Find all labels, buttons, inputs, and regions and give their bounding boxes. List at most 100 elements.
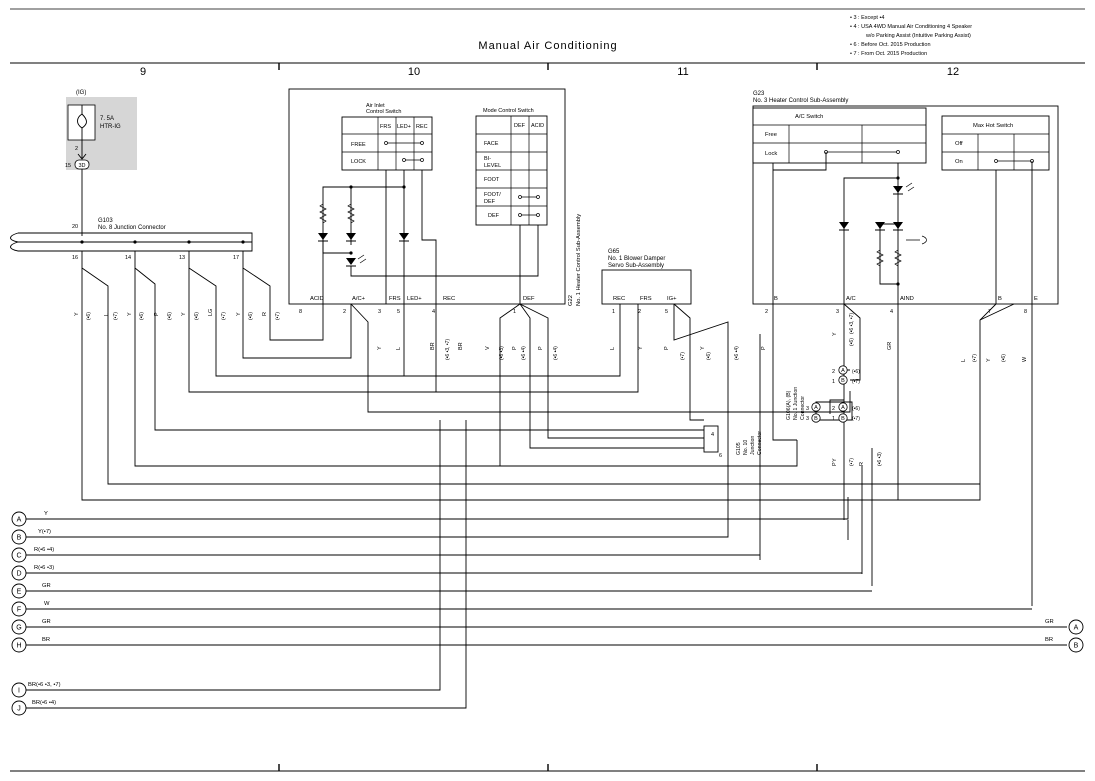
wire-color-label: Y <box>74 312 80 316</box>
wire-color-label: P <box>154 312 160 316</box>
junction-pin: 3 <box>806 416 809 422</box>
junction-tag: (•7) <box>852 416 860 422</box>
wire-color-label: Y <box>832 332 838 336</box>
option-tag: (•6) <box>194 312 200 320</box>
fuse-name: HTR-IG <box>100 124 121 130</box>
junction-letter: B <box>841 416 845 422</box>
wire-color-label: P <box>512 346 518 350</box>
wire-color-label: Y <box>236 312 242 316</box>
g65-blower-damper-servo: G65 No. 1 Blower Damper Servo Sub-Assemb… <box>601 249 692 315</box>
mode-row: BI- <box>484 156 491 162</box>
g105-label: No. 10 <box>743 440 749 455</box>
option-tag: (•6) <box>706 352 712 360</box>
junction-terminal: A <box>838 402 848 412</box>
g103-id: G103 <box>98 218 113 224</box>
g65-pin: 2 <box>638 309 641 315</box>
junction-letter: B <box>841 378 845 384</box>
column-number: 11 <box>677 66 688 78</box>
g65-pin: 5 <box>665 309 668 315</box>
g22-terminal: LED+ <box>407 296 422 302</box>
fuse-rating: 7. 5A <box>100 116 114 122</box>
connector-wire-label: BR <box>1045 637 1053 643</box>
option-tag: (•6 •4) <box>734 346 740 360</box>
fuse-conn-pin: 15 <box>65 163 71 169</box>
g105-label: G105 <box>736 442 742 455</box>
g65-name2: Servo Sub-Assembly <box>608 263 664 269</box>
option-tag: (•6 •4) <box>553 346 559 360</box>
g22-pin: 3 <box>378 309 381 315</box>
g23-pin: 7 <box>988 309 991 315</box>
mode-row: FOOT <box>484 177 500 183</box>
connector-wire-label: R(•6 •3) <box>34 565 54 571</box>
mode-row: FOOT/ <box>484 192 501 198</box>
fuse-source: (IG) <box>76 90 86 96</box>
junction-pin: 1 <box>832 379 835 385</box>
junction-terminal: B <box>811 413 821 423</box>
wire-color-label: Y <box>832 458 838 462</box>
g106-label: Connector <box>800 396 806 420</box>
junction-pin: 3 <box>806 406 809 412</box>
connector-labels: Y Y(•7) R(•6 •4) R(•6 •3) GR W GR BR BR(… <box>28 511 1054 706</box>
g105-label: Connector <box>757 431 763 455</box>
column-number: 12 <box>947 66 959 78</box>
g105-pin: 4 <box>711 432 714 438</box>
g103-junction-connector: G103 No. 8 Junction Connector 20 16 14 1… <box>10 218 253 261</box>
column-numbers: 9 10 11 12 <box>140 66 959 78</box>
g105-junction-connector: G105 No. 10 Junction Connector 4 6 <box>711 431 763 459</box>
option-tag: (•7) <box>680 352 686 360</box>
junction-letter: B <box>814 416 818 422</box>
g103-pin: 17 <box>233 255 239 261</box>
wire-color-label: Y <box>638 346 644 350</box>
option-tag: (•6 •3, •7) <box>849 313 855 334</box>
g22-heater-control-sub-assembly: G22 No. 1 Heater Control Sub-Assembly Ai… <box>288 88 582 315</box>
g23-name: No. 3 Heater Control Sub-Assembly <box>753 98 848 104</box>
connector-c: C <box>11 547 27 563</box>
connector-letter: B <box>1074 643 1079 650</box>
connector-i: I <box>11 682 27 698</box>
g65-pin: 1 <box>612 309 615 315</box>
g22-pin: 8 <box>299 309 302 315</box>
wire-color-label: P <box>538 346 544 350</box>
option-tag: (•6) <box>849 338 855 346</box>
connector-wire-label: Y(•7) <box>38 529 51 535</box>
connector-letter: E <box>17 589 22 596</box>
note-2: • 4 : USA 4WD Manual Air Conditioning 4 … <box>850 24 972 30</box>
column-number: 10 <box>408 66 420 78</box>
junction-terminal: A <box>838 365 848 375</box>
wire-color-label: L <box>396 347 402 350</box>
connector-letter: A <box>1074 625 1079 632</box>
connector-letter: B <box>17 535 22 542</box>
junction-letter: A <box>841 368 845 374</box>
g22-terminal: DEF <box>523 296 535 302</box>
g22-terminal: ACID <box>310 296 324 302</box>
wire-color-label: L <box>961 359 967 362</box>
ac-switch-row: Lock <box>765 151 777 157</box>
ac-switch-title: A/C Switch <box>795 114 823 120</box>
mode-row: DEF <box>484 199 496 205</box>
mode-col: ACID <box>531 123 544 129</box>
g105-pin: 6 <box>719 453 722 459</box>
g103-name: No. 8 Junction Connector <box>98 225 166 231</box>
mode-row: DEF <box>488 213 500 219</box>
air-inlet-col: REC <box>416 124 428 130</box>
connector-wire-label: BR(•6 •4) <box>32 700 56 706</box>
option-tag: (•7) <box>972 354 978 362</box>
option-tag: (•6 •3) <box>877 452 883 466</box>
g65-terminal: REC <box>613 296 625 302</box>
fuse-pin: 2 <box>75 146 78 152</box>
junction-pin: 1 <box>832 416 835 422</box>
connector-wire-label: BR(•6 •3, •7) <box>28 682 61 688</box>
g23-pin: 4 <box>890 309 893 315</box>
wire-color-label: Y <box>181 312 187 316</box>
g22-terminal: A/C+ <box>352 296 366 302</box>
connector-d: D <box>11 565 27 581</box>
connector-g: G <box>11 619 27 635</box>
junction-letter: A <box>814 405 818 411</box>
option-tag: (•6) <box>139 312 145 320</box>
g105-label: Junction <box>750 436 756 455</box>
mode-row: LEVEL <box>484 163 501 169</box>
junction-pin: 2 <box>832 406 835 412</box>
option-tag: (•6) <box>167 312 173 320</box>
g22-pin: 2 <box>343 309 346 315</box>
